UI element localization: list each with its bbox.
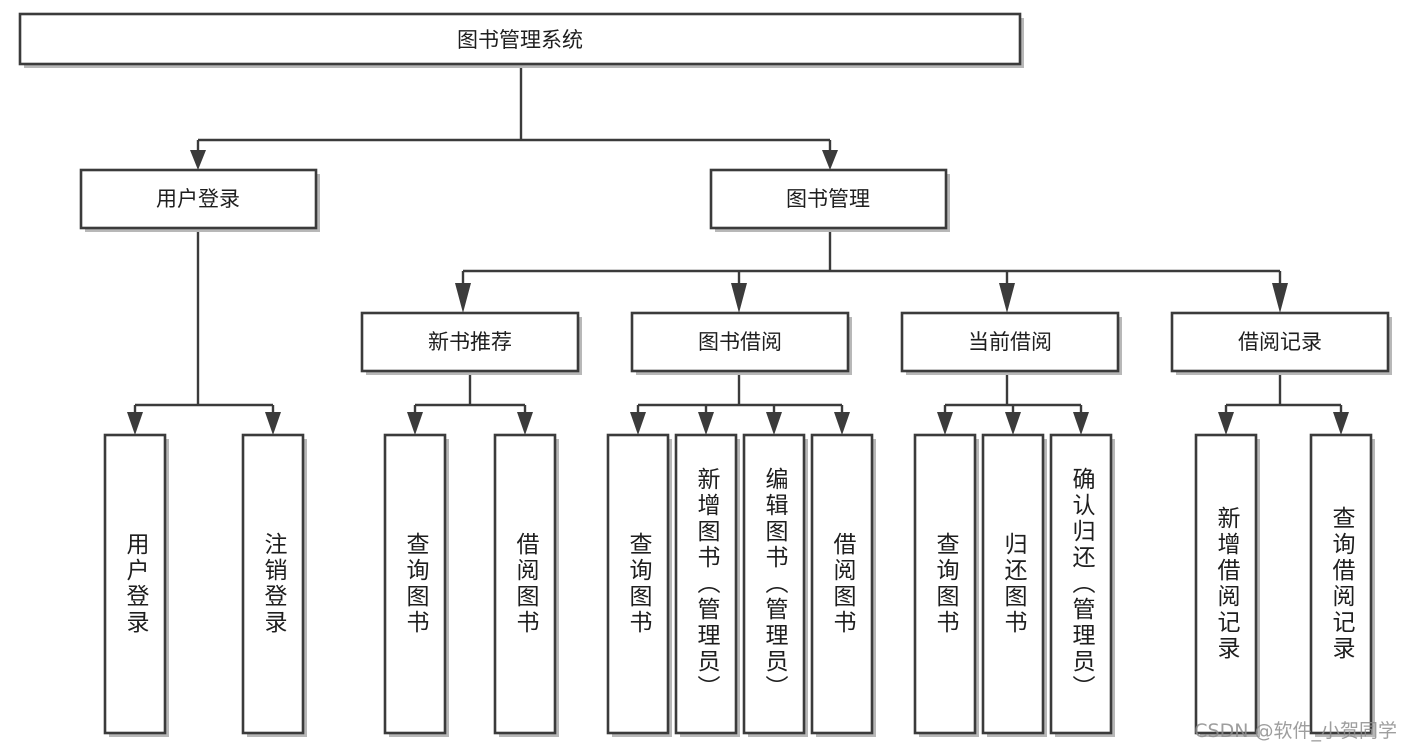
leaf-query-book-1-box [383, 433, 447, 735]
node-user-login[interactable]: 用户登录 [79, 168, 320, 232]
leaf-borrow-book-1-box [493, 433, 557, 735]
user-login-label: 用户登录 [156, 187, 240, 211]
leaf-borrow-book-2-label: 借阅图书 [829, 532, 857, 636]
new-book-recommend-box [360, 311, 580, 373]
edge-layer [127, 66, 1349, 435]
node-leaf-logout-login[interactable]: 注销登录 [241, 433, 307, 737]
leaf-edit-book-box [742, 433, 806, 735]
node-book-borrow[interactable]: 图书借阅 [630, 311, 852, 375]
leaf-add-record-label: 新增借阅记录 [1213, 506, 1241, 662]
leaf-query-book-1-label: 查询图书 [402, 532, 430, 636]
node-leaf-query-book-3[interactable]: 查询图书 [913, 433, 979, 737]
borrow-record-box [1170, 311, 1390, 373]
arrow-to-leaf-return-book [1005, 412, 1021, 435]
arrow-to-book-management [822, 150, 838, 170]
node-leaf-confirm-return[interactable]: 确认归还（管理员） [1049, 433, 1115, 737]
arrow-to-leaf-query-book-3 [937, 412, 953, 435]
arrow-to-current-borrow [999, 283, 1015, 313]
user-login-box [79, 168, 318, 230]
node-leaf-add-book[interactable]: 新增图书（管理员） [674, 433, 740, 737]
arrow-to-leaf-query-book-1 [407, 412, 423, 435]
book-borrow-label: 图书借阅 [698, 330, 782, 354]
node-new-book-recommend[interactable]: 新书推荐 [360, 311, 582, 375]
arrow-to-borrow-record [1272, 283, 1288, 313]
leaf-user-login-label: 用户登录 [122, 532, 150, 636]
arrow-to-new-book-recommend [455, 283, 471, 313]
root-box [18, 12, 1022, 66]
node-borrow-record[interactable]: 借阅记录 [1170, 311, 1392, 375]
arrow-to-leaf-logout-login [265, 412, 281, 435]
book-management-label: 图书管理 [786, 187, 870, 211]
leaf-borrow-book-1-label: 借阅图书 [512, 532, 540, 636]
arrow-to-leaf-add-record [1218, 412, 1234, 435]
node-leaf-borrow-book-2[interactable]: 借阅图书 [810, 433, 876, 737]
leaf-confirm-return-label: 确认归还（管理员） [1068, 467, 1096, 701]
leaf-return-book-label: 归还图书 [1000, 532, 1028, 636]
leaf-query-record-label: 查询借阅记录 [1328, 506, 1356, 662]
arrow-to-leaf-add-book [698, 412, 714, 435]
leaf-edit-book-label: 编辑图书（管理员） [761, 467, 789, 701]
arrow-to-leaf-borrow-book-1 [517, 412, 533, 435]
arrow-to-leaf-confirm-return [1073, 412, 1089, 435]
node-leaf-add-record[interactable]: 新增借阅记录 [1194, 433, 1260, 737]
root-label: 图书管理系统 [457, 28, 583, 52]
current-borrow-box [900, 311, 1120, 373]
leaf-add-record-box [1194, 433, 1258, 735]
leaf-add-book-box [674, 433, 738, 735]
node-leaf-user-login[interactable]: 用户登录 [103, 433, 169, 737]
node-book-management[interactable]: 图书管理 [709, 168, 950, 232]
node-leaf-query-record[interactable]: 查询借阅记录 [1309, 433, 1375, 737]
leaf-confirm-return-box [1049, 433, 1113, 735]
node-leaf-edit-book[interactable]: 编辑图书（管理员） [742, 433, 808, 737]
arrow-to-leaf-query-book-2 [630, 412, 646, 435]
current-borrow-label: 当前借阅 [968, 330, 1052, 354]
node-leaf-query-book-2[interactable]: 查询图书 [606, 433, 672, 737]
leaf-query-book-3-box [913, 433, 977, 735]
leaf-add-book-label: 新增图书（管理员） [693, 467, 721, 701]
book-management-box [709, 168, 948, 230]
arrow-to-leaf-query-record [1333, 412, 1349, 435]
arrow-to-leaf-borrow-book-2 [834, 412, 850, 435]
leaf-user-login-box [103, 433, 167, 735]
node-root[interactable]: 图书管理系统 [18, 12, 1024, 68]
book-borrow-box [630, 311, 850, 373]
node-leaf-borrow-book-1[interactable]: 借阅图书 [493, 433, 559, 737]
leaf-logout-login-box [241, 433, 305, 735]
new-book-recommend-label: 新书推荐 [428, 330, 512, 354]
leaf-logout-login-label: 注销登录 [260, 532, 288, 636]
arrow-to-leaf-edit-book [766, 412, 782, 435]
arrow-to-user-login [190, 150, 206, 170]
leaf-query-book-3-label: 查询图书 [932, 532, 960, 636]
leaf-query-book-2-box [606, 433, 670, 735]
node-current-borrow[interactable]: 当前借阅 [900, 311, 1122, 375]
borrow-record-label: 借阅记录 [1238, 330, 1322, 354]
leaf-query-book-2-label: 查询图书 [625, 532, 653, 636]
leaf-borrow-book-2-box [810, 433, 874, 735]
leaf-return-book-box [981, 433, 1045, 735]
node-leaf-query-book-1[interactable]: 查询图书 [383, 433, 449, 737]
node-leaf-return-book[interactable]: 归还图书 [981, 433, 1047, 737]
arrow-to-book-borrow [731, 283, 747, 313]
arrow-to-leaf-user-login [127, 412, 143, 435]
leaf-query-record-box [1309, 433, 1373, 735]
